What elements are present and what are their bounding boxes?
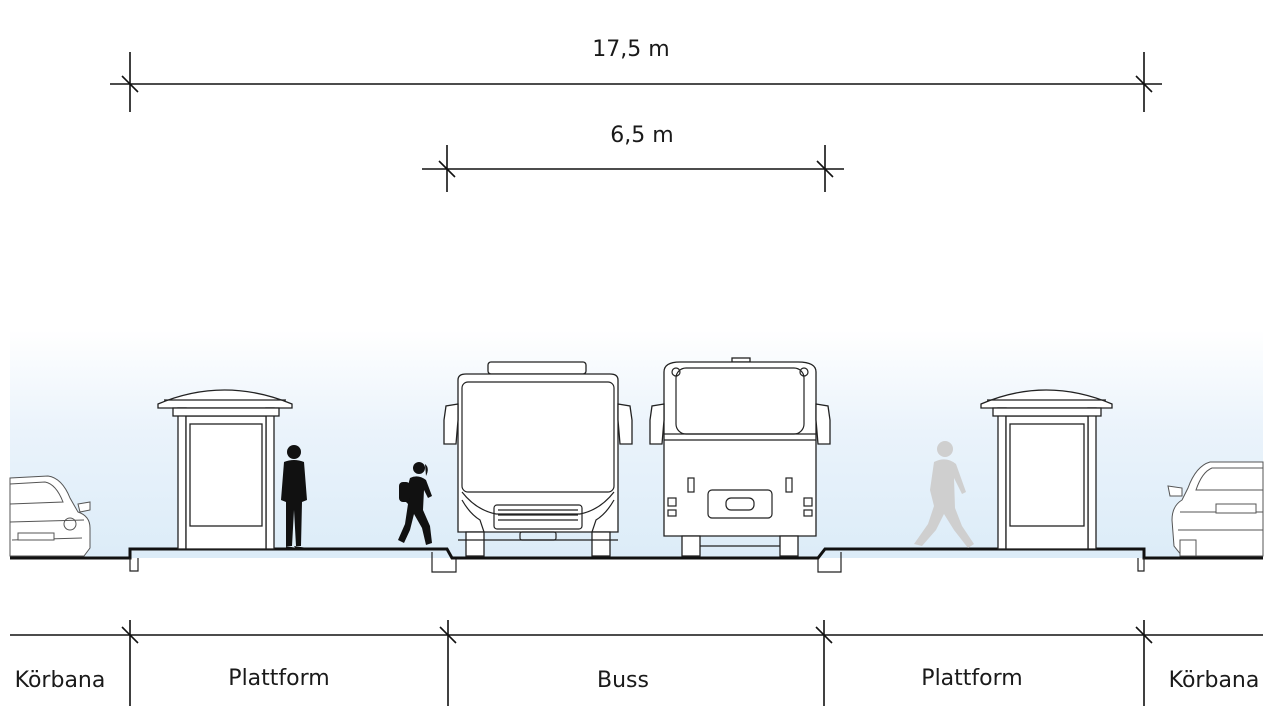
zone-label-bus: Buss bbox=[597, 668, 649, 693]
dimension-total-label: 17,5 m bbox=[592, 37, 669, 62]
pedestrian-walking-child bbox=[398, 462, 432, 545]
pedestrian-standing bbox=[281, 445, 314, 549]
right-car bbox=[1167, 461, 1264, 557]
right-bus-shelter bbox=[980, 389, 1113, 550]
dimension-bus-lane-label: 6,5 m bbox=[610, 123, 673, 148]
left-bus-shelter bbox=[157, 389, 293, 550]
zone-label-left-platform: Plattform bbox=[228, 666, 329, 691]
left-car bbox=[9, 475, 91, 557]
zone-divider-line bbox=[10, 620, 1263, 706]
zone-label-right-road: Körbana bbox=[1169, 668, 1260, 693]
dimension-total: 17,5 m bbox=[110, 37, 1162, 112]
bus-rear bbox=[649, 357, 831, 557]
zone-label-right-platform: Plattform bbox=[921, 666, 1022, 691]
bus-front bbox=[443, 361, 633, 557]
pedestrian-walking-ghost bbox=[914, 441, 974, 548]
ground-profile bbox=[10, 547, 1263, 573]
dimension-bus-lane: 6,5 m bbox=[422, 123, 844, 192]
zone-label-left-road: Körbana bbox=[15, 668, 106, 693]
